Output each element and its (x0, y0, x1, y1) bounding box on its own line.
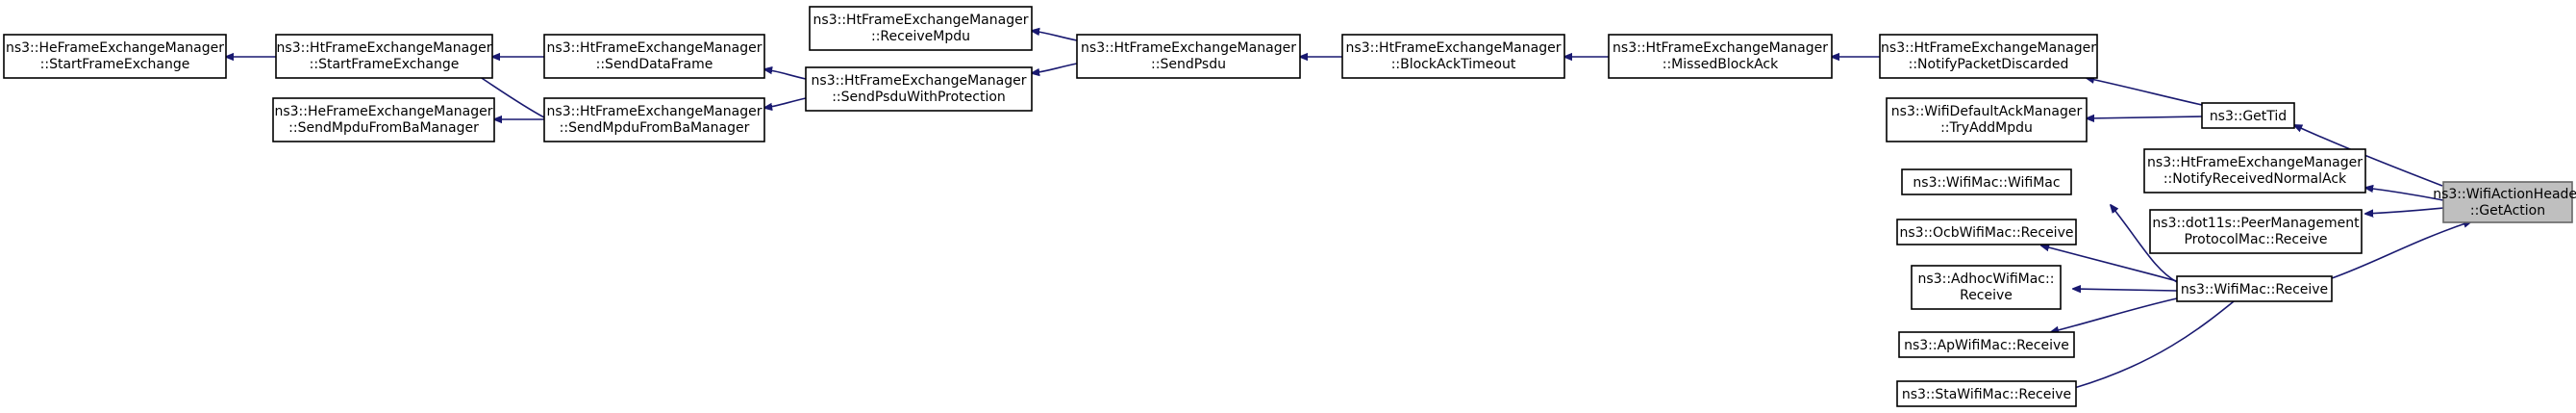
node-label-line-2: ::BlockAckTimeout (1391, 57, 1516, 72)
node-sta-wifi-mac-receive[interactable]: ns3::StaWifiMac::Receive (1896, 380, 2077, 407)
node-label-line-1: ns3::ApWifiMac::Receive (1904, 338, 2069, 353)
node-get-tid[interactable]: ns3::GetTid (2201, 102, 2295, 129)
node-label-line-1: ns3::HtFrameExchangeManager (812, 73, 1027, 89)
node-adhoc-wifi-mac-receive[interactable]: ns3::AdhocWifiMac:: Receive (1911, 265, 2062, 310)
node-label-line-1: ns3::WifiDefaultAckManager (1891, 104, 2083, 119)
node-label-line-2: ::SendDataFrame (596, 57, 713, 72)
node-label-line-2: ::NotifyPacketDiscarded (1909, 57, 2069, 72)
node-ht-send-mpdu-from-ba-manager[interactable]: ns3::HtFrameExchangeManager ::SendMpduFr… (543, 97, 765, 142)
edge-n13-n12 (2087, 116, 2203, 118)
node-wifi-default-ack-manager-try-add-mpdu[interactable]: ns3::WifiDefaultAckManager ::TryAddMpdu (1886, 97, 2088, 142)
node-ocb-wifi-mac-receive[interactable]: ns3::OcbWifiMac::Receive (1896, 219, 2077, 245)
node-ht-start-frame-exchange[interactable]: ns3::HtFrameExchangeManager ::StartFrame… (275, 34, 493, 79)
node-label-line-1: ns3::HtFrameExchangeManager (2147, 155, 2363, 170)
node-label-line-2: ::SendMpduFromBaManager (288, 120, 479, 136)
node-wifi-mac-wifi-mac[interactable]: ns3::WifiMac::WifiMac (1901, 168, 2072, 195)
node-ht-send-psdu[interactable]: ns3::HtFrameExchangeManager ::SendPsdu (1076, 34, 1301, 79)
node-ht-notify-received-normal-ack[interactable]: ns3::HtFrameExchangeManager ::NotifyRece… (2143, 148, 2366, 194)
node-label-line-1: ns3::HtFrameExchangeManager (1081, 40, 1296, 56)
node-label-line-2: ::GetAction (2470, 203, 2545, 219)
node-label-line-2: ::SendPsdu (1151, 57, 1226, 72)
node-label-line-1: ns3::HtFrameExchangeManager (547, 104, 763, 119)
node-label-line-1: ns3::GetTid (2210, 109, 2287, 124)
node-label-line-1: ns3::HeFrameExchangeManager (274, 104, 492, 119)
node-label-line-2: ::TryAddMpdu (1940, 120, 2033, 136)
node-label-line-1: ns3::HtFrameExchangeManager (813, 13, 1029, 28)
node-label-line-2: ::SendPsduWithProtection (832, 90, 1006, 105)
edge-n13-n11 (2087, 78, 2203, 106)
edge-n20-n22 (2331, 221, 2471, 279)
node-wifi-mac-receive[interactable]: ns3::WifiMac::Receive (2176, 275, 2333, 302)
node-ht-missed-block-ack[interactable]: ns3::HtFrameExchangeManager ::MissedBloc… (1608, 34, 1833, 79)
node-ht-send-data-frame[interactable]: ns3::HtFrameExchangeManager ::SendDataFr… (543, 34, 765, 79)
node-he-start-frame-exchange[interactable]: ns3::HeFrameExchangeManager ::StartFrame… (3, 34, 227, 79)
edge-n22-n21 (2365, 207, 2444, 214)
node-label-line-1: ns3::HtFrameExchangeManager (277, 40, 492, 56)
node-label-line-1: ns3::HtFrameExchangeManager (1613, 40, 1828, 56)
edge-n7-n3 (764, 69, 807, 80)
edge-n8-n7 (1032, 63, 1078, 73)
edge-n8-n6 (1032, 31, 1078, 41)
node-label-line-1: ns3::AdhocWifiMac:: (1918, 271, 2055, 287)
node-label-line-2: ::StartFrameExchange (310, 57, 460, 72)
node-he-send-mpdu-from-ba-manager[interactable]: ns3::HeFrameExchangeManager ::SendMpduFr… (272, 97, 495, 142)
node-label-line-1: ns3::HtFrameExchangeManager (547, 40, 763, 56)
node-label-line-2: ::ReceiveMpdu (871, 29, 970, 44)
node-label-line-1: ns3::WifiMac::Receive (2181, 282, 2328, 297)
edges (226, 31, 2471, 390)
node-label-line-2: ::NotifyReceivedNormalAck (2163, 171, 2347, 187)
edge-n20-n18 (2051, 297, 2178, 332)
edge-n7-n5 (764, 97, 807, 108)
node-label-line-1: ns3::WifiActionHeader (2433, 187, 2576, 202)
node-label-line-1: ns3::WifiMac::WifiMac (1913, 175, 2060, 191)
node-label-line-1: ns3::HtFrameExchangeManager (1346, 40, 1562, 56)
edge-n20-n16 (2041, 245, 2178, 282)
node-label-line-2: ::SendMpduFromBaManager (560, 120, 750, 136)
node-label-line-1: ns3::dot11s::PeerManagement (2152, 216, 2360, 231)
edge-n22-n14 (2365, 188, 2444, 201)
node-ht-block-ack-timeout[interactable]: ns3::HtFrameExchangeManager ::BlockAckTi… (1341, 34, 1565, 79)
node-ap-wifi-mac-receive[interactable]: ns3::ApWifiMac::Receive (1898, 331, 2075, 358)
edge-n20-n19 (2067, 297, 2239, 390)
node-dot11s-peer-management-protocol-mac-receive[interactable]: ns3::dot11s::PeerManagement ProtocolMac:… (2149, 209, 2363, 254)
node-ht-notify-packet-discarded[interactable]: ns3::HtFrameExchangeManager ::NotifyPack… (1879, 34, 2098, 79)
node-label-line-1: ns3::StaWifiMac::Receive (1902, 387, 2071, 402)
node-ht-send-psdu-with-protection[interactable]: ns3::HtFrameExchangeManager ::SendPsduWi… (805, 66, 1033, 112)
node-label-line-1: ns3::OcbWifiMac::Receive (1900, 225, 2074, 241)
node-label-line-2: ::MissedBlockAck (1663, 57, 1779, 72)
node-label-line-1: ns3::HeFrameExchangeManager (6, 40, 224, 56)
edge-n20-n17 (2073, 289, 2178, 291)
edge-n20-n15 (2111, 205, 2178, 283)
node-label-line-1: ns3::HtFrameExchangeManager (1881, 40, 2096, 56)
node-label-line-2: Receive (1960, 288, 2013, 303)
node-label-line-2: ::StartFrameExchange (40, 57, 190, 72)
node-wifi-action-header-get-action[interactable]: ns3::WifiActionHeader ::GetAction (2433, 181, 2576, 223)
node-label-line-2: ProtocolMac::Receive (2184, 232, 2327, 247)
node-ht-receive-mpdu[interactable]: ns3::HtFrameExchangeManager ::ReceiveMpd… (809, 6, 1033, 51)
